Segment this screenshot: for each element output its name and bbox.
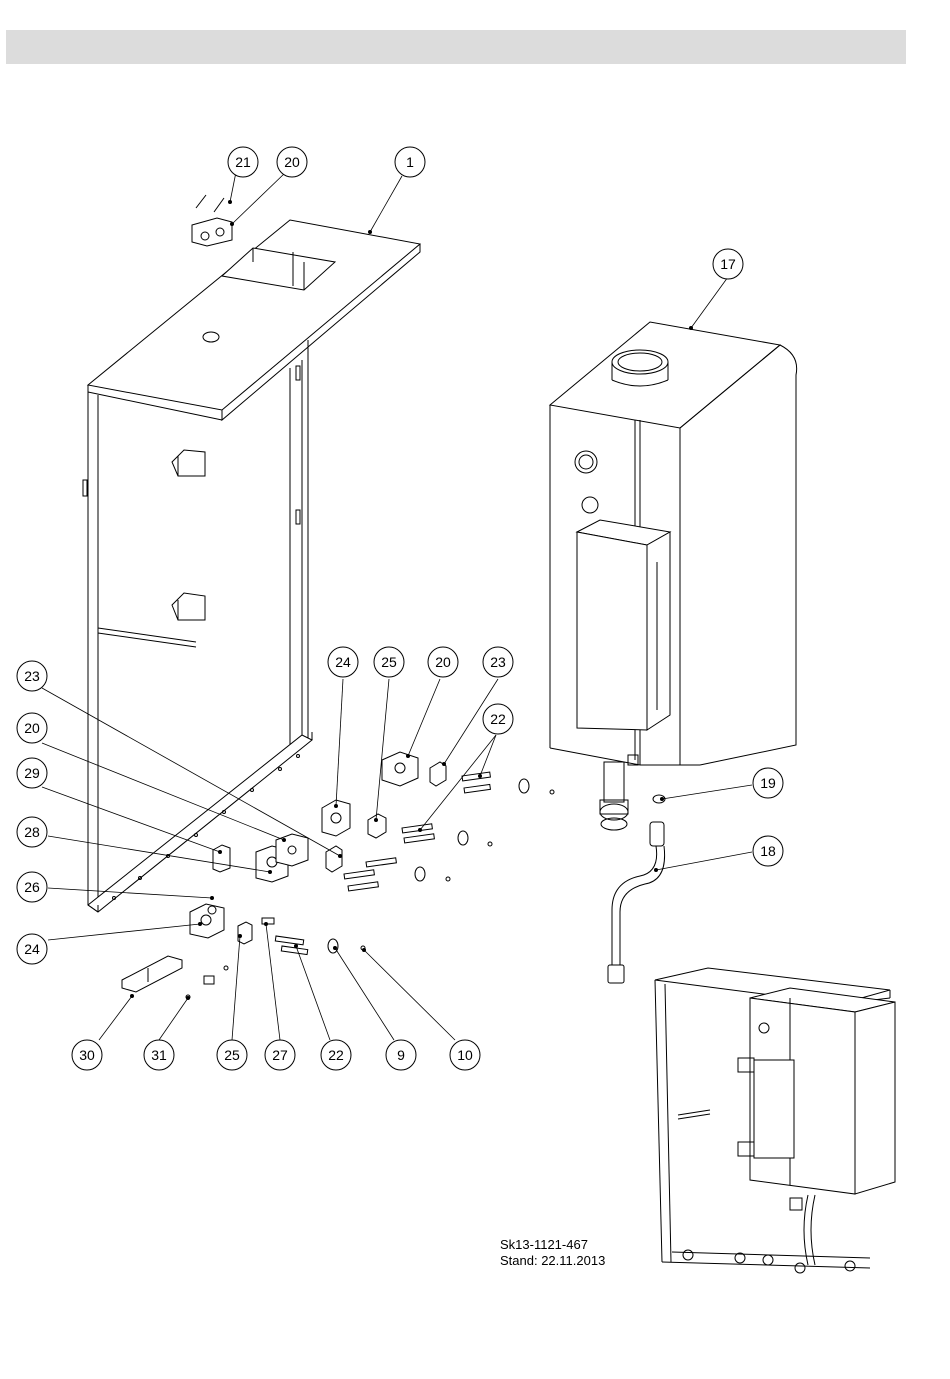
callout-29: 29 <box>17 758 47 788</box>
callout-23: 23 <box>483 647 513 677</box>
callout-label: 1 <box>406 154 414 170</box>
callout-label: 24 <box>24 941 40 957</box>
callout-18: 18 <box>753 836 783 866</box>
callout-label: 24 <box>335 654 351 670</box>
callout-28: 28 <box>17 817 47 847</box>
callout-1: 1 <box>395 147 425 177</box>
callout-label: 22 <box>328 1047 344 1063</box>
callout-label: 30 <box>79 1047 95 1063</box>
callout-20: 20 <box>277 147 307 177</box>
callout-26: 26 <box>17 872 47 902</box>
callout-label: 9 <box>397 1047 405 1063</box>
callout-label: 23 <box>490 654 506 670</box>
callout-24: 24 <box>17 934 47 964</box>
callout-label: 21 <box>235 154 251 170</box>
callout-label: 23 <box>24 668 40 684</box>
mounting-frame <box>83 220 420 912</box>
callout-20: 20 <box>17 713 47 743</box>
callout-24: 24 <box>328 647 358 677</box>
callout-27: 27 <box>265 1040 295 1070</box>
callout-label: 25 <box>224 1047 240 1063</box>
callout-label: 18 <box>760 843 776 859</box>
callout-9: 9 <box>386 1040 416 1070</box>
callout-label: 26 <box>24 879 40 895</box>
callout-label: 10 <box>457 1047 473 1063</box>
callout-label: 20 <box>24 720 40 736</box>
heater-unit <box>550 322 797 830</box>
callout-25: 25 <box>217 1040 247 1070</box>
drawing-stamp: Sk13-1121-467 Stand: 22.11.2013 <box>500 1237 605 1269</box>
callout-20: 20 <box>428 647 458 677</box>
callout-label: 20 <box>435 654 451 670</box>
drawing-date: Stand: 22.11.2013 <box>500 1253 605 1269</box>
callout-label: 31 <box>151 1047 167 1063</box>
callout-30: 30 <box>72 1040 102 1070</box>
callout-22: 22 <box>483 704 513 734</box>
callout-31: 31 <box>144 1040 174 1070</box>
callout-19: 19 <box>753 768 783 798</box>
callout-label: 17 <box>720 256 736 272</box>
hose <box>608 822 665 983</box>
callout-label: 25 <box>381 654 397 670</box>
callout-23: 23 <box>17 661 47 691</box>
callout-22: 22 <box>321 1040 351 1070</box>
callout-21: 21 <box>228 147 258 177</box>
callout-label: 19 <box>760 775 776 791</box>
callout-label: 27 <box>272 1047 288 1063</box>
callout-label: 28 <box>24 824 40 840</box>
callout-label: 22 <box>490 711 506 727</box>
callout-10: 10 <box>450 1040 480 1070</box>
drawing-number: Sk13-1121-467 <box>500 1237 605 1253</box>
callout-label: 29 <box>24 765 40 781</box>
callout-17: 17 <box>713 249 743 279</box>
callout-25: 25 <box>374 647 404 677</box>
assembled-view <box>655 968 895 1273</box>
callout-label: 20 <box>284 154 300 170</box>
